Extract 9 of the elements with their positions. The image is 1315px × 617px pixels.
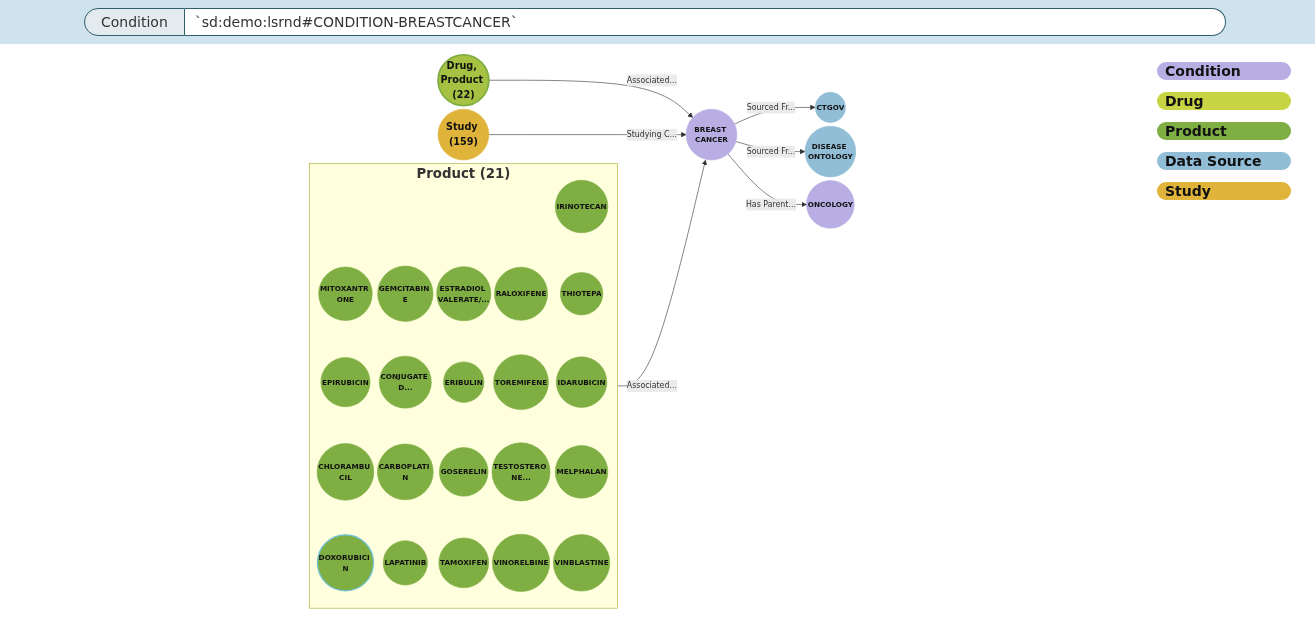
node-circle: Drug, Product (22)	[437, 53, 490, 107]
node-circle: Study (159)	[437, 108, 490, 161]
legend-pill: Data Source	[1157, 152, 1291, 170]
type-dropdown: Condition	[84, 8, 185, 36]
legend-pill: Study	[1157, 182, 1291, 200]
legend-pill: Drug	[1157, 92, 1291, 110]
query-field: `sd:demo:lsrnd#CONDITION-BREASTCANCER`	[184, 8, 1226, 36]
legend-pill: Product	[1157, 122, 1291, 140]
legend-pill: Condition	[1157, 62, 1291, 80]
